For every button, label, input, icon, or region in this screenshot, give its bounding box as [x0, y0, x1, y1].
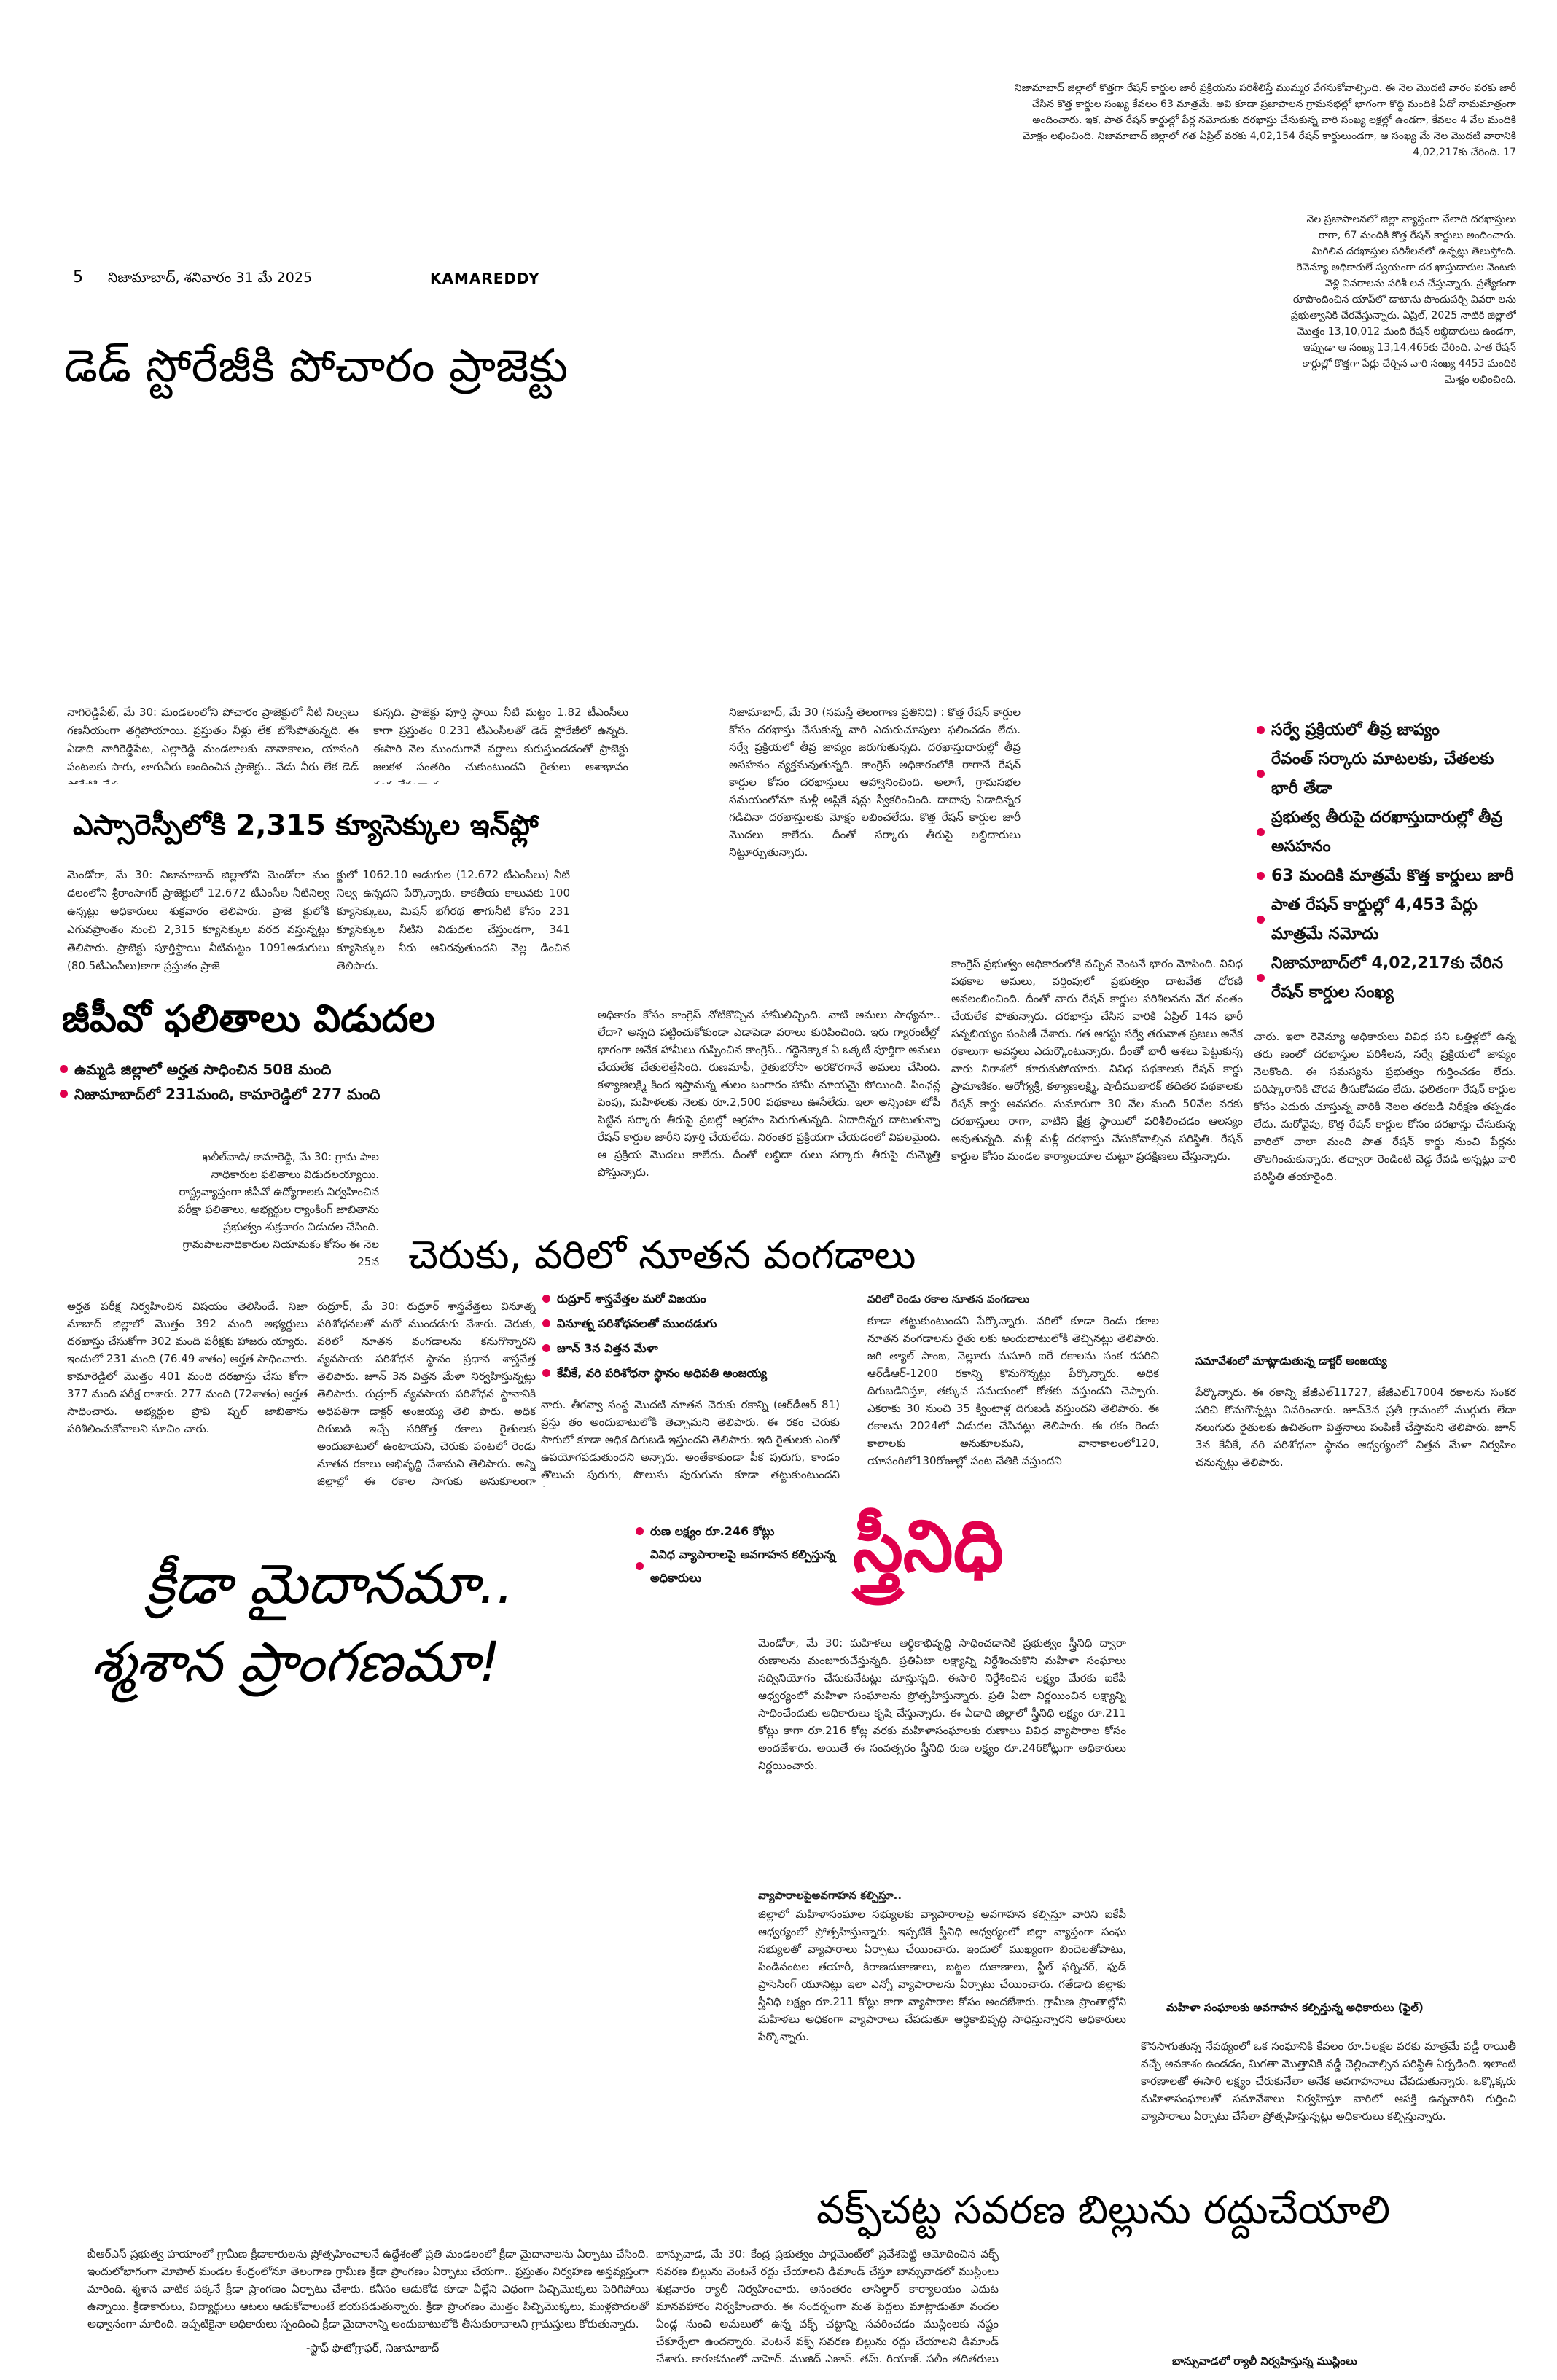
ration-highlight-item: ప్రభుత్వ తీరుపై దరఖాస్తుదారుల్లో తీవ్ర అ… [1255, 803, 1518, 862]
ration-highlight-item: 63 మందికి మాత్రమే కొత్త కార్డులు జారీ [1255, 862, 1518, 891]
ration-body-col-b: చారు. ఇలా రెవెన్యూ అధికారులు వివిధ పని ఒ… [1254, 1030, 1516, 1183]
srsp-headline: ఎస్సారెస్పీలోకి 2,315 క్యూసెక్కుల ఇన్‌ఫ్… [73, 809, 539, 842]
cheruku-highlight-item: రుద్రూర్ శాస్త్రవేత్తల మరో విజయం [541, 1287, 840, 1311]
top-right-story-body: నిజామాబాద్ జిల్లాలో కొత్తగా రేషన్ కార్డు… [1014, 82, 1516, 158]
streenidhi-photo-caption: మహిళా సంఘాలకు అవగాహన కల్పిస్తున్న అధికార… [1166, 2001, 1424, 2014]
ration-highlights: సర్వే ప్రక్రియలో తీవ్ర జాప్యం రేవంత్ సర్… [1255, 716, 1518, 1007]
page-number: 5 [73, 268, 83, 286]
kreeda-headline-line2: శ్మశాన ప్రాంగణమా! [91, 1629, 502, 1694]
streenidhi-highlight-item: రుణ లక్ష్యం రూ.246 కోట్లు [634, 1520, 853, 1543]
ration-body-col-a: కాంగ్రెస్ ప్రభుత్వం అధికారంలోకి వచ్చిన వ… [951, 957, 1243, 1163]
cheruku-body-col4: పేర్కొన్నారు. ఈ రకాన్ని జేజీఎల్11727, జే… [1195, 1386, 1516, 1469]
cheruku-body-col1: రుద్రూర్, మే 30: రుద్రూర్ శాస్త్రవేత్తలు… [317, 1300, 536, 1487]
streenidhi-subhead: వ్యాపారాలపైఅవగాహన కల్పిస్తూ.. [758, 1889, 902, 1902]
gpo-headline: జీపీవో ఫలితాలు విడుదల [62, 997, 436, 1041]
ration-body-mid: నిజామాబాద్, మే 30 (నమస్తే తెలంగాణ ప్రతిన… [729, 706, 1021, 859]
congress-body: అధికారం కోసం కాంగ్రెస్ నోటికొచ్చిన హామీల… [598, 1008, 940, 1179]
kreeda-headline-line1: క్రీడా మైదానమా.. [146, 1551, 514, 1616]
kreeda-body: బీఆర్ఎస్ ప్రభుత్వ హయాంలో గ్రామీణ క్రీడాక… [87, 2247, 649, 2330]
gpo-highlight-item: ఉమ్మడి జిల్లాలో అర్హత సాధించిన 508 మంది [58, 1057, 496, 1082]
top-right-story-body-narrow: నెల ప్రజాపాలనలో జిల్లా వ్యాప్తంగా వేలాది… [1290, 214, 1516, 386]
edition-name: KAMAREDDY [430, 270, 540, 287]
pocharam-body-col2: కున్నది. ప్రాజెక్టు పూర్తి స్థాయి నీటి మ… [373, 706, 628, 784]
cheruku-highlight-item: జూన్ 3న విత్తన మేళా [541, 1336, 840, 1361]
cheruku-photo-caption: సమావేశంలో మాట్లాడుతున్న డాక్టర్ అంజయ్య [1195, 1354, 1387, 1367]
pocharam-body-col1: నాగిరెడ్డిపేట్, మే 30: మండలంలోని పోచారం … [67, 706, 359, 784]
waqf-headline: వక్ఫ్‌చట్ట సవరణ బిల్లును రద్దుచేయాలి [816, 2187, 1391, 2233]
cheruku-headline: చెరుకు, వరిలో నూతన వంగడాలు [408, 1232, 916, 1278]
streenidhi-headline: స్త్రీనిధి [853, 1505, 1004, 1588]
streenidhi-body-col2: జిల్లాలో మహిళాసంఘాల సభ్యులకు వ్యాపారాలపై… [758, 1908, 1126, 2043]
cheruku-body-col3-top: వరిలో రెండు రకాల నూతన వంగడాలు [867, 1290, 1159, 1312]
streenidhi-body-col3: కొనసాగుతున్న నేపథ్యంలో ఒక సంఘానికి కేవలం… [1141, 2040, 1516, 2123]
kreeda-photo-credit: -స్టాఫ్ ఫొటోగ్రాఫర్, నిజామాబాద్ [306, 2341, 440, 2354]
ration-highlight-item: నిజామాబాద్‌లో 4,02,217కు చేరిన రేషన్ కార… [1255, 949, 1518, 1007]
cheruku-highlights: రుద్రూర్ శాస్త్రవేత్తల మరో విజయం వినూత్న… [541, 1287, 840, 1386]
ration-highlight-item: రేవంత్ సర్కారు మాటలకు, చేతలకు భారీ తేడా [1255, 745, 1518, 803]
streenidhi-highlights: రుణ లక్ష్యం రూ.246 కోట్లు వివిధ వ్యాపారా… [634, 1520, 853, 1590]
waqf-body: బాన్సువాడ, మే 30: కేంద్ర ప్రభుత్వం పార్ల… [656, 2247, 999, 2362]
pocharam-headline: డెడ్ స్టోరేజీకి పోచారం ప్రాజెక్టు [64, 339, 569, 392]
gpo-lead: ఖలీల్‌వాడి/ కామారెడ్డి, మే 30: గ్రామ పాల… [177, 1150, 379, 1268]
cheruku-body-col3: కూడా తట్టుకుంటుందని పేర్కొన్నారు. వరిలో … [867, 1314, 1159, 1467]
streenidhi-highlight-item: వివిధ వ్యాపారాలపై అవగాహన కల్పిస్తున్న అధ… [634, 1543, 853, 1590]
cheruku-body-col2: నారు. తీగవ్వా సంస్థ మొదటి నూతన చెరుకు రక… [541, 1398, 840, 1487]
cheruku-subhead: వరిలో రెండు రకాల నూతన వంగడాలు [867, 1292, 1030, 1306]
streenidhi-body-col1: మెండోరా, మే 30: మహిళలు ఆర్థికాభివృద్ధి స… [758, 1636, 1126, 1772]
srsp-body-col2: క్టులో 1062.10 అడుగుల (12.672 టీఎంసీలు) … [337, 868, 570, 972]
date-line: నిజామాబాద్, శనివారం 31 మే 2025 [108, 270, 313, 286]
cheruku-highlight-item: వినూత్న పరిశోధనలతో ముందడుగు [541, 1311, 840, 1336]
cheruku-highlight-item: కేవీకే, వరి పరిశోధనా స్థానం అధిపతి అంజయ్… [541, 1361, 840, 1386]
gpo-highlight-item: నిజామాబాద్‌లో 231మంది, కామారెడ్డిలో 277 … [58, 1082, 496, 1107]
waqf-photo-caption: బాన్సువాడలో ర్యాలీ నిర్వహిస్తున్న ముస్లి… [1172, 2354, 1357, 2368]
streenidhi-subhead-wrap: వ్యాపారాలపైఅవగాహన కల్పిస్తూ.. [758, 1887, 1126, 1905]
ration-highlight-item: సర్వే ప్రక్రియలో తీవ్ర జాప్యం [1255, 716, 1518, 745]
srsp-body-col1: మెండోరా, మే 30: నిజామాబాద్ జిల్లాలోని మె… [67, 868, 329, 972]
ration-highlight-item: పాత రేషన్ కార్డుల్లో 4,453 పేర్లు మాత్రమ… [1255, 891, 1518, 949]
gpo-highlights: ఉమ్మడి జిల్లాలో అర్హత సాధించిన 508 మంది … [58, 1057, 496, 1107]
gpo-body: అర్హత పరీక్ష నిర్వహించిన విషయం తెలిసిందే… [67, 1300, 308, 1435]
